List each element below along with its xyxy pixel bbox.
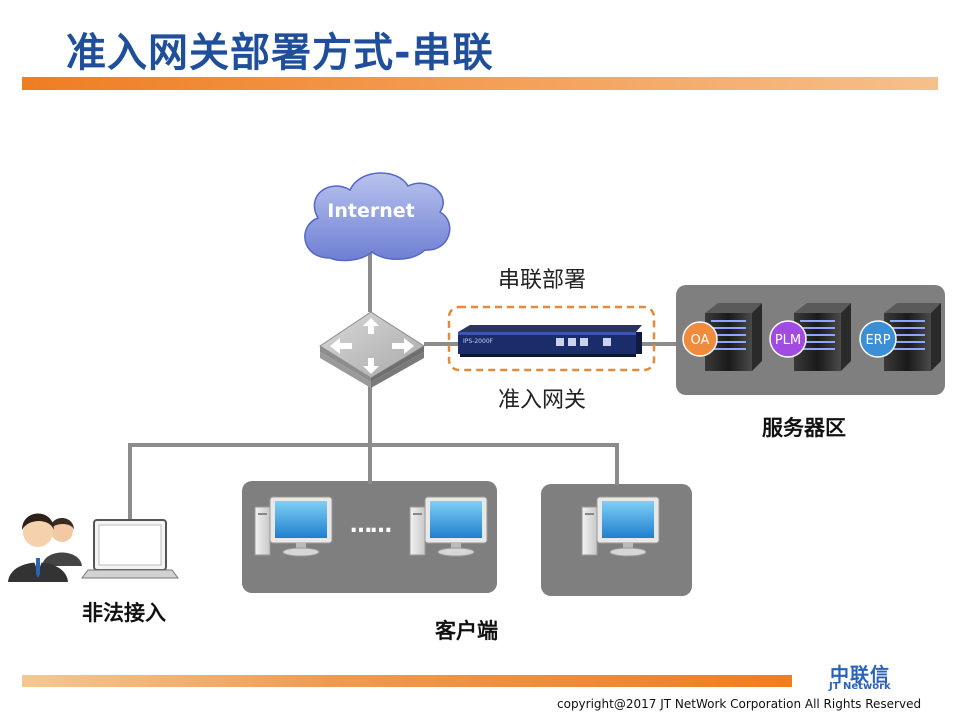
internet-label: Internet — [327, 200, 414, 222]
badge-erp-label: ERP — [865, 333, 890, 348]
laptop-icon — [81, 519, 179, 579]
gateway-device-icon — [458, 325, 642, 357]
footer-bar — [22, 675, 792, 687]
desktop-computer-icon-1 — [254, 496, 333, 557]
badge-plm-label: PLM — [775, 333, 801, 348]
badge-plm — [769, 320, 807, 358]
gateway-model-label: IPS-2000F — [463, 338, 494, 345]
copyright-text: copyright@2017 JT NetWork Corporation Al… — [557, 697, 922, 711]
company-logo-cn: 中联信 — [830, 664, 891, 686]
line-bus — [128, 443, 619, 522]
desktop-computer-icon-2 — [409, 496, 488, 557]
users-icon — [8, 513, 82, 582]
illegal-access-label: 非法接入 — [82, 601, 166, 625]
company-logo-en: JT Network — [829, 681, 891, 692]
badge-oa-label: OA — [691, 333, 710, 348]
gateway-dashed-box — [447, 305, 656, 372]
page-title: 准入网关部署方式-串联 — [66, 30, 494, 76]
connection-lines — [128, 252, 676, 522]
switch-icon — [319, 311, 425, 388]
server-zone-label: 服务器区 — [762, 416, 846, 440]
desktop-computer-icon-3 — [581, 496, 660, 557]
internet-cloud — [304, 172, 451, 262]
deploy-mode-label: 串联部署 — [498, 268, 587, 293]
badge-oa — [682, 321, 718, 357]
gateway-label: 准入网关 — [498, 388, 587, 413]
badge-erp — [859, 320, 897, 358]
title-underline-bar — [22, 77, 938, 90]
client-ellipsis: …… — [350, 513, 391, 538]
client-label: 客户端 — [435, 619, 498, 643]
server-erp-icon — [884, 303, 941, 371]
